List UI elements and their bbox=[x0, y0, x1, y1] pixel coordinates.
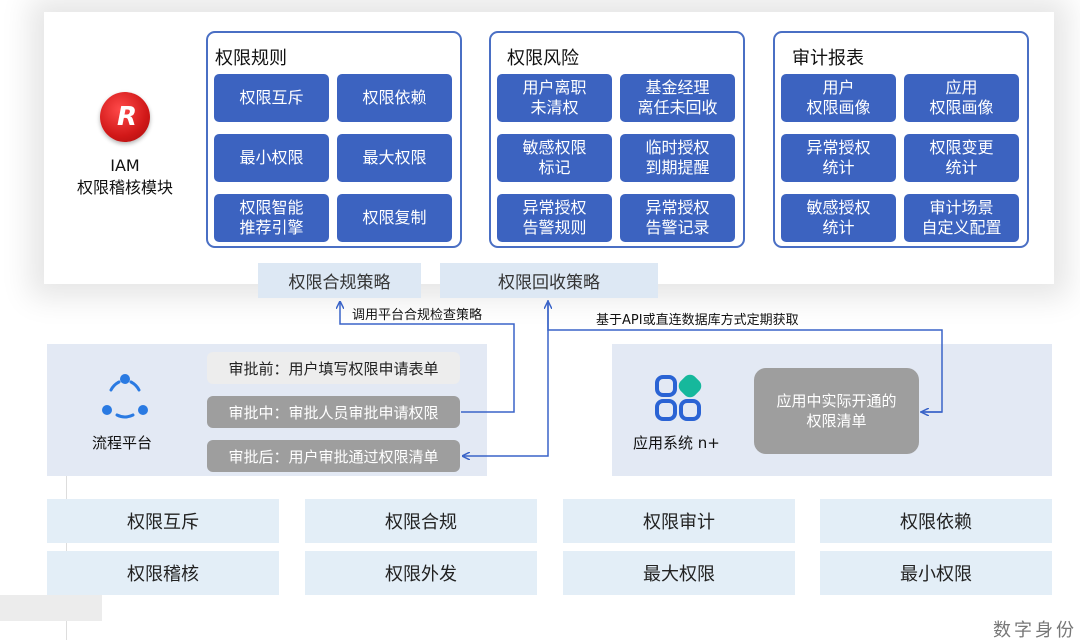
report-item[interactable]: 审计场景 自定义配置 bbox=[904, 194, 1019, 242]
bottom-cell[interactable]: 权限依赖 bbox=[820, 499, 1052, 543]
bottom-left-strip bbox=[0, 595, 102, 621]
actual-permissions-list[interactable]: 应用中实际开通的 权限清单 bbox=[754, 368, 919, 454]
bottom-cell[interactable]: 权限稽核 bbox=[47, 551, 279, 595]
report-item[interactable]: 异常授权 统计 bbox=[781, 134, 896, 182]
rule-item[interactable]: 权限互斥 bbox=[214, 74, 329, 122]
group-title: 权限风险 bbox=[507, 48, 579, 69]
arrow-call-compliance bbox=[340, 302, 515, 413]
stage-during-approval[interactable]: 审批中：审批人员审批申请权限 bbox=[207, 396, 460, 428]
group-title: 权限规则 bbox=[215, 48, 287, 69]
rule-item[interactable]: 权限依赖 bbox=[337, 74, 452, 122]
rule-item[interactable]: 最大权限 bbox=[337, 134, 452, 182]
risk-item[interactable]: 临时授权 到期提醒 bbox=[620, 134, 735, 182]
module-title: IAM 权限稽核模块 bbox=[60, 155, 190, 199]
group-title: 审计报表 bbox=[792, 48, 864, 69]
bottom-cell[interactable]: 权限互斥 bbox=[47, 499, 279, 543]
risk-item[interactable]: 异常授权 告警规则 bbox=[497, 194, 612, 242]
risk-item[interactable]: 敏感权限 标记 bbox=[497, 134, 612, 182]
iam-logo-icon: R bbox=[100, 92, 150, 142]
stage-after-approval[interactable]: 审批后：用户审批通过权限清单 bbox=[207, 440, 460, 472]
bottom-cell[interactable]: 权限审计 bbox=[563, 499, 795, 543]
rule-item[interactable]: 权限智能 推荐引擎 bbox=[214, 194, 329, 242]
app-grid-icon bbox=[655, 374, 702, 421]
risk-item[interactable]: 用户离职 未清权 bbox=[497, 74, 612, 122]
bottom-cell[interactable]: 最小权限 bbox=[820, 551, 1052, 595]
call-strategy-label: 调用平台合规检查策略 bbox=[352, 308, 483, 323]
bottom-cell[interactable]: 权限合规 bbox=[305, 499, 537, 543]
recycle-strategy[interactable]: 权限回收策略 bbox=[440, 263, 658, 298]
rule-item[interactable]: 权限复制 bbox=[337, 194, 452, 242]
fetch-label: 基于API或直连数据库方式定期获取 bbox=[596, 313, 799, 328]
apps-label: 应用系统 n+ bbox=[633, 434, 720, 452]
report-item[interactable]: 敏感授权 统计 bbox=[781, 194, 896, 242]
workflow-icon bbox=[102, 374, 148, 419]
arrow-fetch-permissions bbox=[548, 302, 943, 413]
arrow-recycle-to-stage bbox=[463, 300, 549, 456]
risk-item[interactable]: 基金经理 离任未回收 bbox=[620, 74, 735, 122]
report-item[interactable]: 用户 权限画像 bbox=[781, 74, 896, 122]
module-title-line1: IAM bbox=[110, 156, 140, 175]
bottom-cell[interactable]: 权限外发 bbox=[305, 551, 537, 595]
module-title-line2: 权限稽核模块 bbox=[76, 178, 173, 197]
report-item[interactable]: 应用 权限画像 bbox=[904, 74, 1019, 122]
risk-item[interactable]: 异常授权 告警记录 bbox=[620, 194, 735, 242]
report-item[interactable]: 权限变更 统计 bbox=[904, 134, 1019, 182]
watermark: 数字身份 bbox=[993, 620, 1077, 641]
stage-before-approval[interactable]: 审批前：用户填写权限申请表单 bbox=[207, 352, 460, 384]
compliance-strategy[interactable]: 权限合规策略 bbox=[258, 263, 421, 298]
rule-item[interactable]: 最小权限 bbox=[214, 134, 329, 182]
workflow-label: 流程平台 bbox=[92, 434, 153, 452]
bottom-cell[interactable]: 最大权限 bbox=[563, 551, 795, 595]
